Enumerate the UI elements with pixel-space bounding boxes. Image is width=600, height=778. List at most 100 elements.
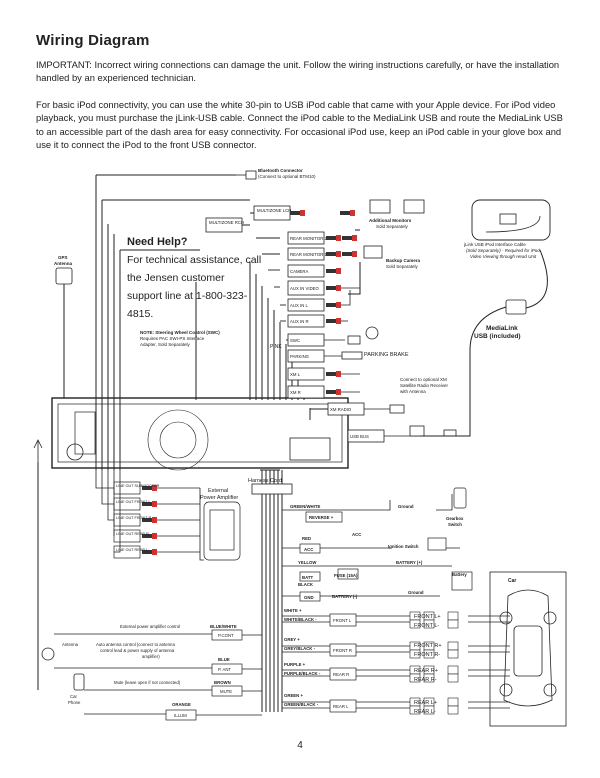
- red-label: RED: [302, 536, 311, 541]
- ipod-paragraph: For basic iPod connectivity, you can use…: [36, 99, 563, 151]
- gnd-label: GND: [304, 595, 314, 600]
- front-l-box: FRONT L: [333, 618, 352, 623]
- orange-label: ORANGE: [172, 702, 191, 707]
- white-black-label: WHITE/BLACK -: [284, 617, 317, 622]
- brown-label: BROWN: [214, 680, 231, 685]
- line-out-front-r-label: LINE OUT FRONT R: [116, 516, 152, 520]
- antenna-label: Antenna: [62, 642, 79, 647]
- rear-monitor-2-label: REAR MONITOR 2: [290, 236, 328, 241]
- grey-plus-label: GREY +: [284, 637, 300, 642]
- xm-l-label: XM L: [290, 372, 301, 377]
- aux-in-r-label: AUX IN R: [290, 319, 309, 324]
- line-out-front-l-label: LINE OUT FRONT L: [116, 500, 151, 504]
- auto-ant-3: amplifier): [142, 654, 160, 659]
- page-number: 4: [297, 740, 303, 751]
- line-out-sub-label: LINE OUT SUBWOOFER: [116, 484, 160, 488]
- battery-label: Battery: [452, 572, 467, 577]
- xm-note-1: Connect to optional XM: [400, 377, 447, 382]
- yellow-label: YELLOW: [298, 560, 317, 565]
- swc-note-2: Requires PAC SWI-PS Interface: [140, 336, 205, 341]
- harness-cord-label: Harness Cord: [248, 478, 282, 484]
- battery-minus-label: BATTERY (-): [332, 594, 358, 599]
- p-cont-label: P.CONT: [218, 633, 234, 638]
- parking-brake-label: PARKING BRAKE: [364, 352, 409, 358]
- camera-sold: Sold Separately: [386, 264, 419, 269]
- usb-bus-label: USB BUS: [350, 434, 369, 439]
- swc-note-1: NOTE: Steering Wheel Control (SWC): [140, 330, 220, 335]
- line-out-rear-r-label: LINE OUT REAR R: [116, 532, 149, 536]
- ground-label-1: Ground: [398, 504, 414, 509]
- rear-r-box: REAR R: [333, 672, 349, 677]
- medialink-sub: USB (included): [474, 333, 521, 340]
- car-phone-sub: Phone: [68, 700, 81, 705]
- p-ant-label: P. ANT: [218, 667, 231, 672]
- reverse-label: REVERSE +: [309, 515, 334, 520]
- front-r-box: FRONT R: [333, 648, 352, 653]
- battery-plus-label: BATTERY (+): [396, 560, 423, 565]
- swc-note-3: Adapter, Sold Separately: [140, 342, 191, 347]
- bluetooth-label: Bluetooth Connector: [258, 168, 303, 173]
- external-amp-label: External: [208, 488, 228, 494]
- bluetooth-sub: (Connect to optional BTM10): [258, 174, 316, 179]
- xm-radio-label: XM RADIO: [330, 407, 352, 412]
- black-label: BLACK: [298, 582, 314, 587]
- xm-note-3: with Antenna: [400, 389, 426, 394]
- monitors-label: Additional Monitors: [369, 218, 412, 223]
- front-r-minus-label: FRONT R-: [414, 652, 440, 658]
- ignition-label: Ignition Switch: [388, 544, 419, 549]
- rear-monitor-1-label: REAR MONITOR 1: [290, 252, 328, 257]
- aux-in-video-label: AUX IN VIDEO: [290, 286, 320, 291]
- white-plus-label: WHITE +: [284, 608, 302, 613]
- help-title: Need Help?: [127, 236, 188, 248]
- help-callout: Need Help? For technical assistance, cal…: [127, 236, 262, 322]
- front-r-plus-label: FRONT R+: [414, 643, 442, 649]
- ground-label-2: Ground: [408, 590, 424, 595]
- green-black-label: GREEN/BLACK -: [284, 702, 319, 707]
- car-label: Car: [508, 578, 516, 584]
- green-white-label: GREEN/WHITE: [290, 504, 320, 509]
- rear-l-box: REAR L: [333, 704, 349, 709]
- external-amp-sub: Power Amplifier: [200, 495, 238, 501]
- multizone-rch-label: MULTIZONE RCH: [209, 220, 244, 225]
- blue-white-label: BLUE/WHITE: [210, 624, 237, 629]
- rear-r-plus-label: REAR R+: [414, 668, 438, 674]
- pink-label: PINK: [270, 344, 282, 350]
- front-l-minus-label: FRONT L-: [414, 623, 439, 629]
- important-paragraph: IMPORTANT: Incorrect wiring connections …: [36, 59, 560, 84]
- rear-r-minus-label: REAR R-: [414, 677, 437, 683]
- rear-l-plus-label: REAR L+: [414, 700, 437, 706]
- ext-amp-control-label: External power amplifier control: [120, 624, 180, 629]
- aux-in-l-label: AUX IN L: [290, 303, 309, 308]
- acc-label: ACC: [304, 547, 313, 552]
- jlink-caption-1: jLink USB iPod Interface Cable: [463, 242, 526, 247]
- mute-label: MUTE: [220, 689, 232, 694]
- car-diagram: [489, 571, 567, 727]
- top-connectors: [205, 205, 385, 443]
- backup-camera-label: Backup Camera: [386, 258, 421, 263]
- acc-label-2: ACC: [352, 532, 361, 537]
- gps-label: GPS: [58, 255, 68, 260]
- xm-note-2: Satellite Radio Receiver: [400, 383, 449, 388]
- rear-l-minus-label: REAR L-: [414, 709, 436, 715]
- auto-ant-2: control lead & power supply of antenna: [100, 648, 175, 653]
- mute-note-label: Mute (leave open if not connected): [114, 680, 181, 685]
- jlink-caption-3: Video Viewing through Head Unit: [470, 254, 537, 259]
- gps-sub: Antenna: [54, 261, 72, 266]
- help-text: For technical assistance, call the Jense…: [127, 254, 262, 320]
- purple-black-label: PURPLE/BLACK -: [284, 671, 321, 676]
- multizone-lch-label: MULTIZONE LCH: [257, 208, 291, 213]
- auto-ant-1: Auto antenna control (connect to antenna: [96, 642, 175, 647]
- page-title: Wiring Diagram: [36, 32, 150, 49]
- front-l-plus-label: FRONT L+: [414, 614, 441, 620]
- monitors-sold: Sold Separately: [376, 224, 409, 229]
- swc-label: SWC: [290, 338, 300, 343]
- green-plus-label: GREEN +: [284, 693, 303, 698]
- purple-plus-label: PURPLE +: [284, 662, 306, 667]
- xm-r-label: XM R: [290, 390, 301, 395]
- grey-black-label: GREY/BLACK -: [284, 646, 316, 651]
- batt-label: BATT: [302, 575, 314, 580]
- medialink-label: MediaLink: [486, 325, 518, 332]
- gearbox-sub: Switch: [448, 522, 462, 527]
- illum-label: ILLUM: [174, 713, 187, 718]
